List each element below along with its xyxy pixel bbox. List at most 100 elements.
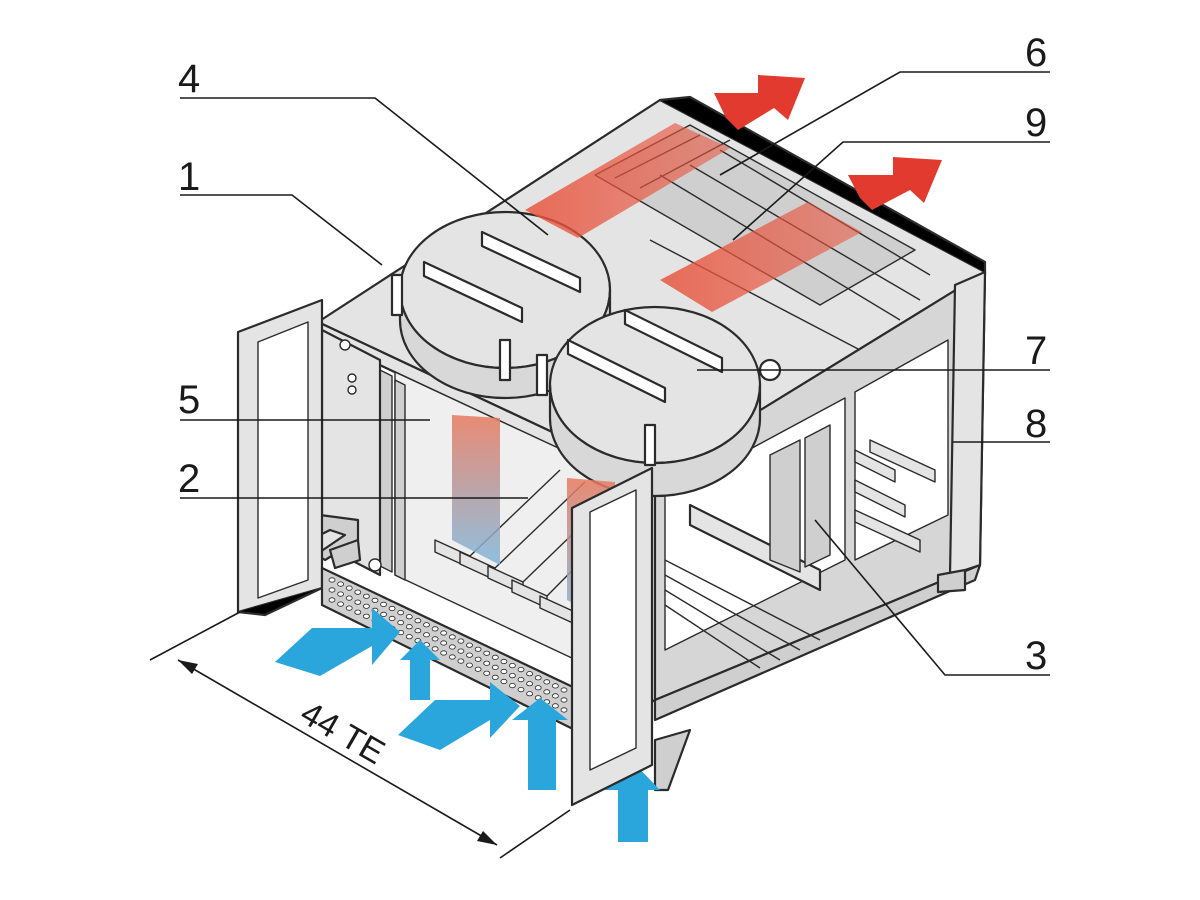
vent-hole (483, 650, 491, 656)
vent-hole (534, 685, 542, 691)
callout-9: 9 (1025, 101, 1047, 145)
airflow-arrow-cold (275, 608, 400, 676)
right-card-guides (854, 439, 936, 553)
airflow-arrow-cold (398, 682, 520, 750)
vent-hole (431, 646, 439, 652)
vent-hole (328, 587, 336, 593)
vent-hole (457, 658, 465, 664)
vent-hole (423, 622, 430, 628)
vent-hole (466, 652, 473, 658)
vent-hole (337, 601, 345, 607)
vent-hole (405, 624, 413, 630)
callout-leaders (180, 71, 1050, 676)
vent-hole (440, 650, 448, 656)
vent-hole (414, 628, 422, 634)
vent-hole (474, 656, 482, 662)
vent-hole (397, 619, 405, 626)
vent-hole (371, 597, 379, 604)
vent-hole (354, 589, 362, 595)
screw-icon (368, 558, 382, 572)
vent-hole (414, 618, 422, 624)
vent-hole (466, 642, 473, 648)
callout-8: 8 (1025, 402, 1047, 446)
vent-hole (500, 658, 508, 665)
vent-hole (388, 605, 396, 612)
callout-4: 4 (178, 57, 200, 101)
vent-hole (560, 687, 568, 693)
vent-hole (448, 644, 456, 650)
vent-hole (328, 597, 336, 603)
vent-hole (517, 676, 525, 683)
callout-3: 3 (1025, 634, 1047, 678)
vent-hole (431, 636, 439, 642)
vent-hole (457, 648, 465, 654)
vent-hole (362, 613, 370, 619)
vent-hole (423, 632, 430, 638)
airflow-arrow-cold (512, 698, 568, 790)
vent-hole (380, 601, 388, 608)
vent-hole (491, 664, 499, 671)
vent-hole (526, 691, 533, 697)
vent-hole (448, 634, 456, 640)
vent-hole (491, 654, 499, 661)
callout-7: 7 (1025, 329, 1047, 373)
vent-hole (337, 581, 345, 587)
vent-hole (362, 603, 370, 609)
callout-1: 1 (178, 155, 200, 199)
vent-hole (534, 675, 542, 681)
vent-hole (500, 678, 508, 685)
vent-hole (354, 599, 362, 605)
vent-hole (380, 611, 388, 618)
vent-hole (517, 686, 525, 693)
screw-icon (347, 385, 357, 395)
vent-hole (526, 671, 533, 677)
hot-air-zone (525, 123, 862, 312)
vent-hole (431, 626, 439, 632)
vent-hole (345, 585, 353, 591)
vent-hole (509, 672, 516, 679)
vent-hole (509, 662, 516, 669)
callout-6: 6 (1025, 31, 1047, 75)
vent-hole (397, 609, 405, 616)
callout-2: 2 (178, 457, 200, 501)
vent-hole (509, 682, 516, 689)
vent-hole (337, 591, 345, 597)
vent-hole (483, 670, 491, 676)
airflow-arrow-hot (714, 75, 805, 130)
vent-hole (388, 615, 396, 622)
vent-hole (543, 689, 551, 695)
vent-hole (552, 703, 559, 709)
vent-hole (552, 693, 559, 699)
vent-hole (552, 683, 559, 689)
vent-hole (354, 609, 362, 615)
fan-icon (535, 305, 782, 498)
vent-hole (483, 660, 491, 666)
vent-hole (543, 679, 551, 685)
callout-5: 5 (178, 378, 200, 422)
vent-hole (440, 630, 448, 636)
vent-hole (500, 668, 508, 675)
vent-hole (440, 640, 448, 646)
vent-hole (345, 605, 353, 611)
airflow-arrow-hot (848, 157, 942, 210)
screw-icon (339, 339, 351, 351)
vent-hole (560, 697, 568, 703)
vent-hole (466, 662, 473, 668)
airflow-arrow-cold (400, 640, 440, 700)
vent-hole (405, 614, 413, 620)
vent-hole (345, 595, 353, 601)
vent-hole (405, 634, 413, 640)
screw-icon (347, 373, 357, 383)
bottom-card-slots (664, 559, 821, 669)
vent-hole (474, 646, 482, 652)
vent-hole (560, 707, 568, 713)
vent-hole (526, 681, 533, 687)
vent-hole (448, 654, 456, 660)
vent-hole (328, 577, 336, 583)
vent-hole (491, 674, 499, 681)
vent-hole (457, 638, 465, 644)
front-door-right (570, 466, 654, 807)
vent-hole (517, 666, 525, 673)
dimension-label: 44 TE (294, 694, 391, 772)
